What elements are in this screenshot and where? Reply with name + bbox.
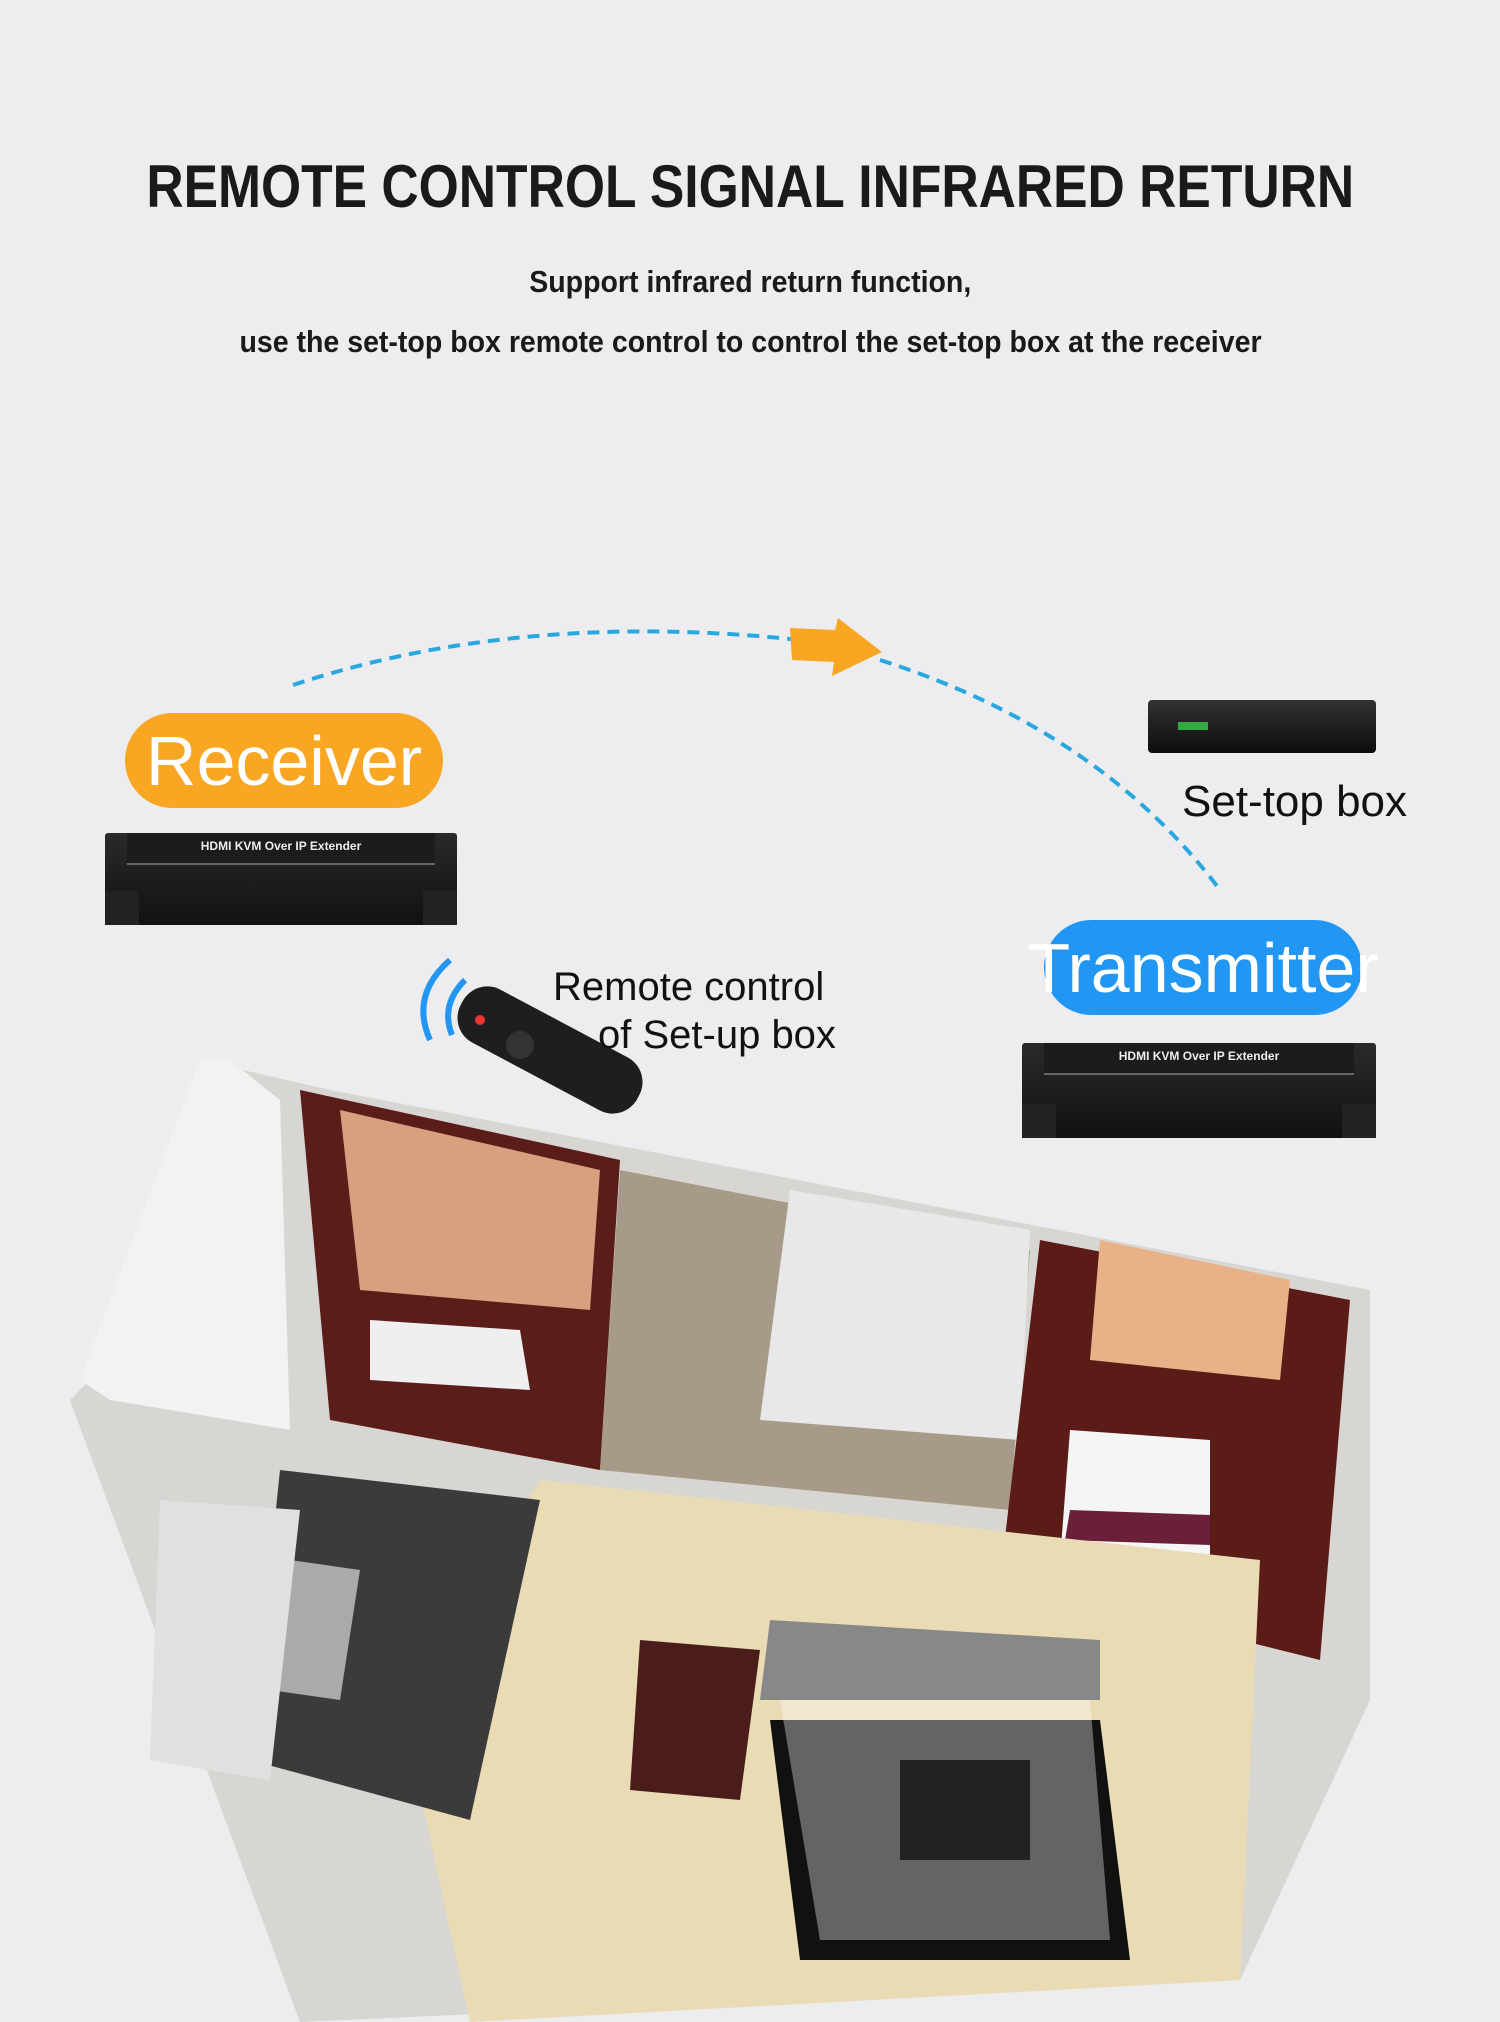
transmitter-badge: Transmitter [1027, 920, 1379, 1015]
remote-control [420, 957, 643, 1114]
receiver-device-label: HDMI KVM Over IP Extender [127, 833, 435, 865]
remote-label-line-1: Remote control [553, 965, 825, 1009]
subtitle-line-2: use the set-top box remote control to co… [238, 324, 1262, 359]
remote-label-line-2: of Set-up box [598, 1013, 836, 1057]
subtitle-row-2: use the set-top box remote control to co… [0, 322, 1500, 362]
receiver-badge: Receiver [125, 713, 443, 808]
page-title: REMOTE CONTROL SIGNAL INFRARED RETURN [146, 153, 1354, 220]
transmitter-device-label: HDMI KVM Over IP Extender [1044, 1043, 1354, 1075]
apartment-floor-plan [70, 1060, 1370, 2022]
infrared-waves-icon [420, 957, 468, 1042]
receiver-device: HDMI KVM Over IP Extender [105, 833, 457, 925]
set-top-box-device [1148, 700, 1376, 753]
subtitle-row-1: Support infrared return function, [0, 262, 1500, 302]
subtitle-line-1: Support infrared return function, [528, 264, 972, 299]
arrow-icon [790, 618, 882, 676]
set-top-box-label: Set-top box [1182, 777, 1408, 826]
transmitter-device: HDMI KVM Over IP Extender [1022, 1043, 1376, 1138]
page-title-row: REMOTE CONTROL SIGNAL INFRARED RETURN [0, 150, 1500, 224]
